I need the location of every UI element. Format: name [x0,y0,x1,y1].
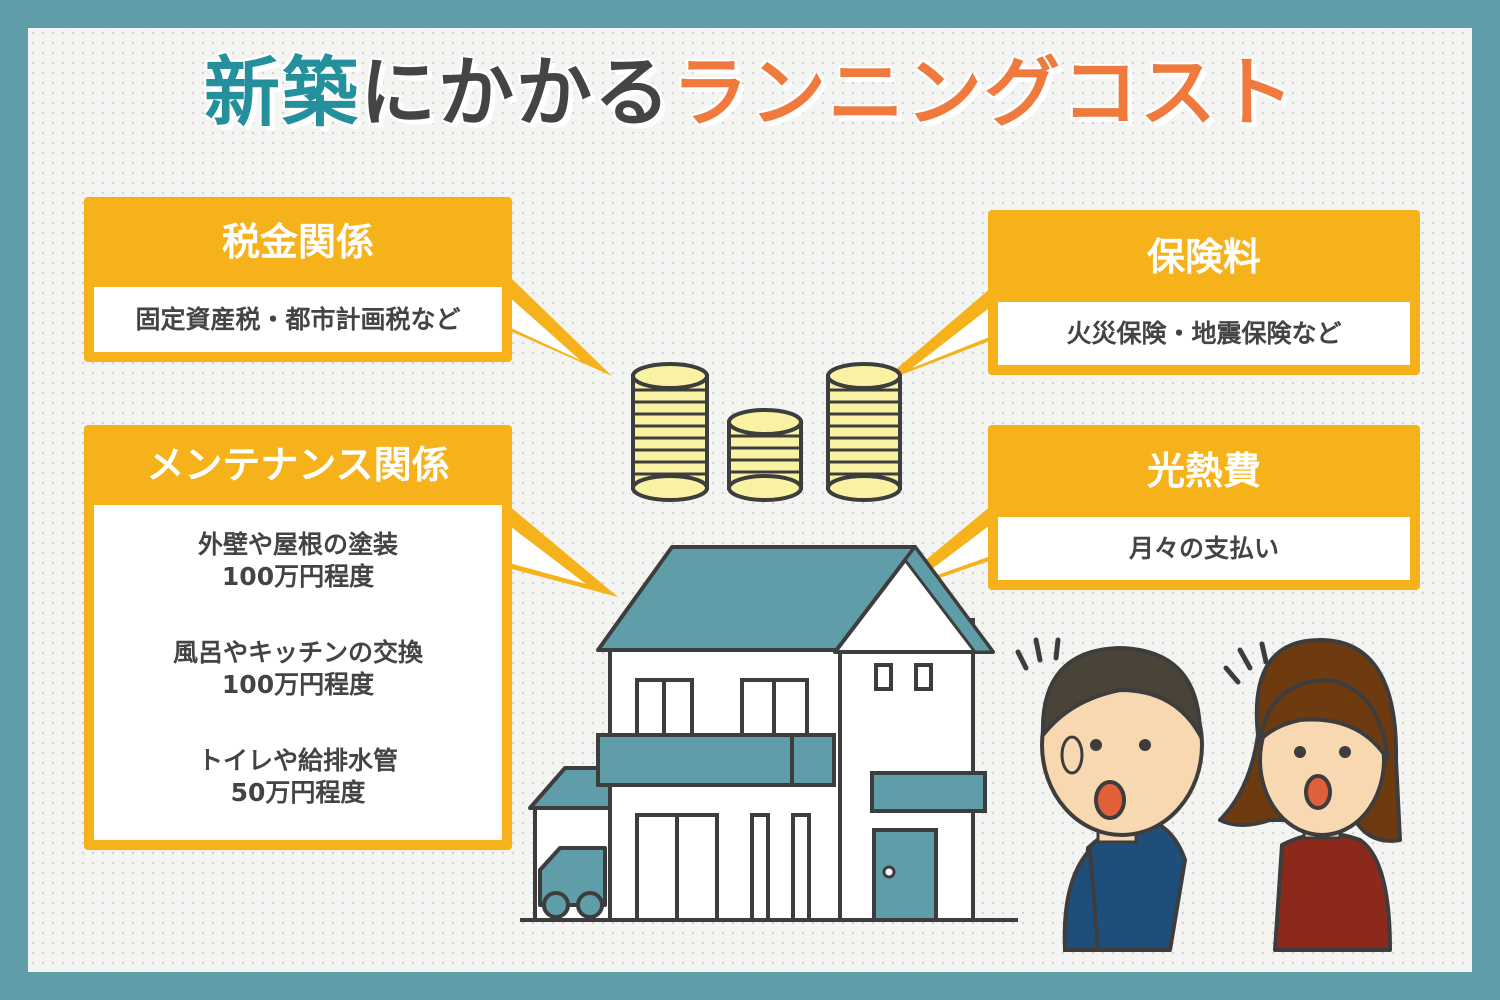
window-awning [870,771,987,813]
maintenance-item-cost: 50万円程度 [230,778,366,807]
insurance-text: 火災保険・地震保険など [998,302,1410,365]
tax-text: 固定資産税・都市計画税など [94,287,502,352]
title-part-running-cost: ランニングコスト [672,48,1296,137]
tax-heading: 税金関係 [221,220,374,264]
balcony [596,733,836,787]
pointer-maintenance [508,505,618,597]
maintenance-item-title: 風呂やキッチンの交換 [172,638,423,667]
maintenance-item: トイレや給排水管 50万円程度 [94,745,502,809]
car-icon [538,846,607,907]
pointer-tax [508,275,612,376]
pointer-tax-inner [498,287,580,360]
pointer-insurance-inner [912,298,1002,368]
insurance-heading: 保険料 [1146,235,1261,279]
pointer-insurance [880,287,992,383]
woman-character [1218,638,1402,952]
maintenance-item-title: 外壁や屋根の塗装 [197,530,398,559]
insurance-info-box: 保険料 火災保険・地震保険など [988,210,1420,375]
tax-info-box: 税金関係 固定資産税・都市計画税など [84,197,512,362]
page-title: 新築にかかるランニングコスト [0,48,1500,138]
coin-stack-middle [727,408,803,502]
maintenance-item-title: トイレや給排水管 [197,746,398,775]
maintenance-item-cost: 100万円程度 [221,562,375,591]
pointer-maintenance-inner [498,517,586,584]
title-part-shinchiku: 新築 [204,48,360,137]
maintenance-item: 外壁や屋根の塗装 100万円程度 [94,529,502,593]
utilities-heading: 光熱費 [1146,449,1261,493]
man-character [1015,637,1204,952]
house-illustration [520,545,1018,922]
title-part-nikakaru: にかかる [360,48,672,137]
maintenance-list: 外壁や屋根の塗装 100万円程度 風呂やキッチンの交換 100万円程度 トイレや… [94,505,502,840]
utilities-info-box: 光熱費 月々の支払い [988,425,1420,590]
maintenance-item: 風呂やキッチンの交換 100万円程度 [94,637,502,701]
coin-stack-right [826,362,902,502]
utilities-text: 月々の支払い [998,517,1410,580]
coin-stack-left [631,362,709,502]
pointer-utilities-inner [912,516,1002,584]
maintenance-info-box: メンテナンス関係 外壁や屋根の塗装 100万円程度 風呂やキッチンの交換 100… [84,425,512,850]
house-side-roof [903,545,995,654]
maintenance-item-cost: 100万円程度 [221,670,375,699]
maintenance-heading: メンテナンス関係 [146,443,450,487]
